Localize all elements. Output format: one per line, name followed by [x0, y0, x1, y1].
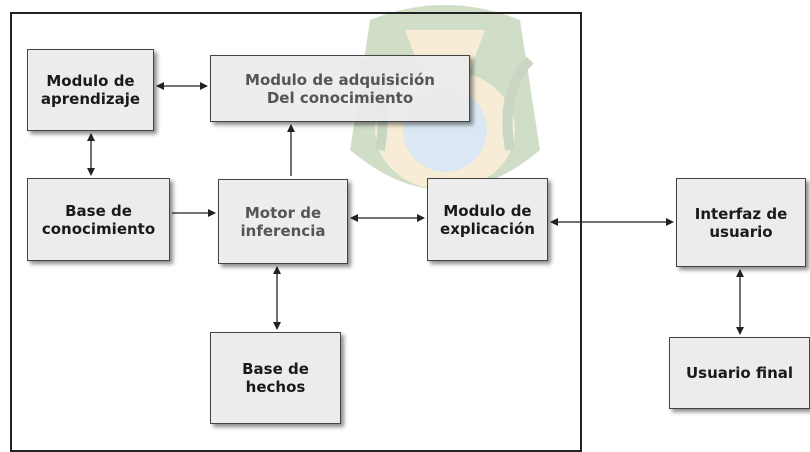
interfaz-usuario-label: Interfaz de usuario — [694, 204, 788, 241]
modulo-aprendizaje-label: Modulo de aprendizaje — [40, 72, 141, 108]
motor-inferencia-box: Motor de inferencia — [218, 179, 348, 264]
usuario-final-label: Usuario final — [685, 364, 794, 382]
base-conocimiento-box: Base de conocimiento — [27, 178, 170, 261]
modulo-aprendizaje-box: Modulo de aprendizaje — [27, 49, 154, 131]
base-hechos-box: Base de hechos — [210, 332, 341, 424]
modulo-explicacion-box: Modulo de explicación — [427, 178, 548, 261]
interfaz-usuario-box: Interfaz de usuario — [676, 178, 806, 267]
modulo-adquisicion-label: Modulo de adquisición Del conocimiento — [245, 70, 435, 107]
base-conocimiento-label: Base de conocimiento — [41, 201, 156, 238]
base-hechos-label: Base de hechos — [242, 360, 309, 396]
modulo-explicacion-label: Modulo de explicación — [440, 201, 535, 238]
modulo-adquisicion-box: Modulo de adquisición Del conocimiento — [210, 55, 470, 122]
motor-inferencia-label: Motor de inferencia — [240, 203, 326, 240]
usuario-final-box: Usuario final — [669, 337, 810, 409]
